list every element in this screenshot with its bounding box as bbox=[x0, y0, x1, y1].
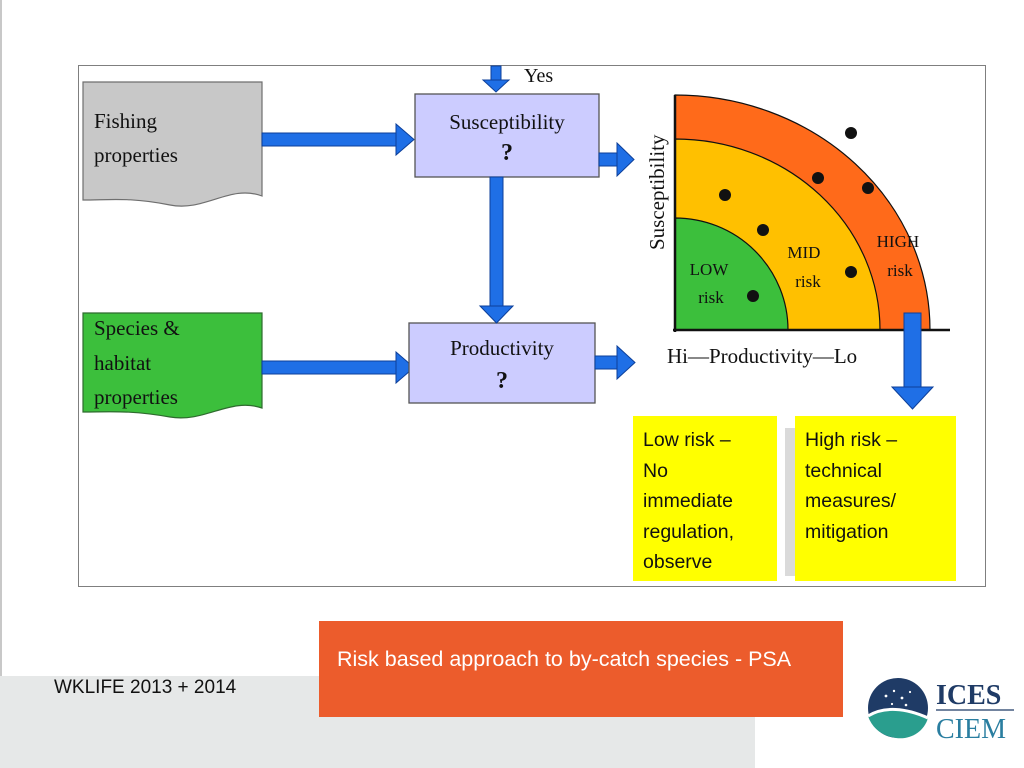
susceptibility-mark: ? bbox=[501, 140, 513, 166]
low-risk-zone bbox=[674, 217, 789, 331]
fishing-line-2: properties bbox=[94, 143, 178, 167]
low-zone-label-1: LOW bbox=[690, 260, 730, 279]
productivity-title: Productivity bbox=[450, 336, 554, 360]
logo-text-ciem: CIEM bbox=[936, 714, 1006, 745]
susceptibility-box: Susceptibility ? bbox=[414, 93, 600, 178]
species-line-1: Species & bbox=[94, 316, 180, 340]
logo-text-ices: ICES bbox=[936, 680, 1001, 711]
species-point bbox=[812, 172, 824, 184]
mid-zone-label-1: MID bbox=[787, 243, 820, 262]
ices-ciem-logo: ICES CIEM bbox=[867, 678, 1014, 745]
productivity-to-plot-arrow bbox=[594, 344, 636, 381]
fishing-to-susceptibility-arrow bbox=[261, 122, 415, 157]
slide-caption: Risk based approach to by-catch species … bbox=[319, 621, 843, 717]
plot-to-notes-arrow bbox=[890, 312, 935, 410]
high-zone-label-2: risk bbox=[887, 261, 913, 280]
productivity-mark: ? bbox=[496, 368, 508, 394]
species-point bbox=[747, 290, 759, 302]
fishing-line-1: Fishing bbox=[94, 109, 158, 133]
low-risk-note: Low risk – No immediate regulation, obse… bbox=[633, 416, 777, 581]
risk-plot: Susceptibility Hi—Productivity—Lo LOW ri… bbox=[645, 94, 950, 368]
svg-text:MID risk: MID risk bbox=[787, 243, 824, 291]
plot-y-axis-label: Susceptibility bbox=[645, 134, 669, 250]
species-line-3: properties bbox=[94, 385, 178, 409]
susceptibility-to-plot-arrow bbox=[598, 141, 635, 178]
fishing-properties-doc: Fishing properties bbox=[82, 81, 263, 207]
note-shadow bbox=[785, 428, 797, 576]
plot-x-axis-label: Hi—Productivity—Lo bbox=[667, 344, 857, 368]
high-zone-label-1: HIGH bbox=[877, 232, 920, 251]
species-point bbox=[845, 127, 857, 139]
slide-left-rule bbox=[0, 0, 2, 768]
species-point bbox=[719, 189, 731, 201]
species-point bbox=[757, 224, 769, 236]
footer-label: WKLIFE 2013 + 2014 bbox=[54, 677, 237, 698]
mid-zone-label-2: risk bbox=[795, 272, 821, 291]
species-point bbox=[845, 266, 857, 278]
svg-text:Fishing properties: Fishing properties bbox=[94, 109, 178, 167]
high-risk-note: High risk – technical measures/ mitigati… bbox=[795, 416, 956, 581]
species-habitat-doc: Species & habitat properties bbox=[82, 312, 263, 419]
species-line-2: habitat bbox=[94, 351, 151, 375]
low-zone-label-2: risk bbox=[698, 288, 724, 307]
svg-text:Species & habitat: Species & habitat properties bbox=[94, 316, 185, 409]
species-to-productivity-arrow bbox=[261, 350, 415, 385]
species-point bbox=[862, 182, 874, 194]
susceptibility-to-productivity-arrow bbox=[478, 176, 515, 324]
productivity-box: Productivity ? bbox=[408, 322, 596, 404]
yes-label: Yes bbox=[524, 65, 553, 87]
susceptibility-title: Susceptibility bbox=[449, 110, 565, 134]
yes-arrow bbox=[481, 65, 511, 93]
svg-text:LOW risk: LOW risk bbox=[690, 260, 733, 307]
svg-text:HIGH risk: HIGH risk bbox=[877, 232, 924, 280]
